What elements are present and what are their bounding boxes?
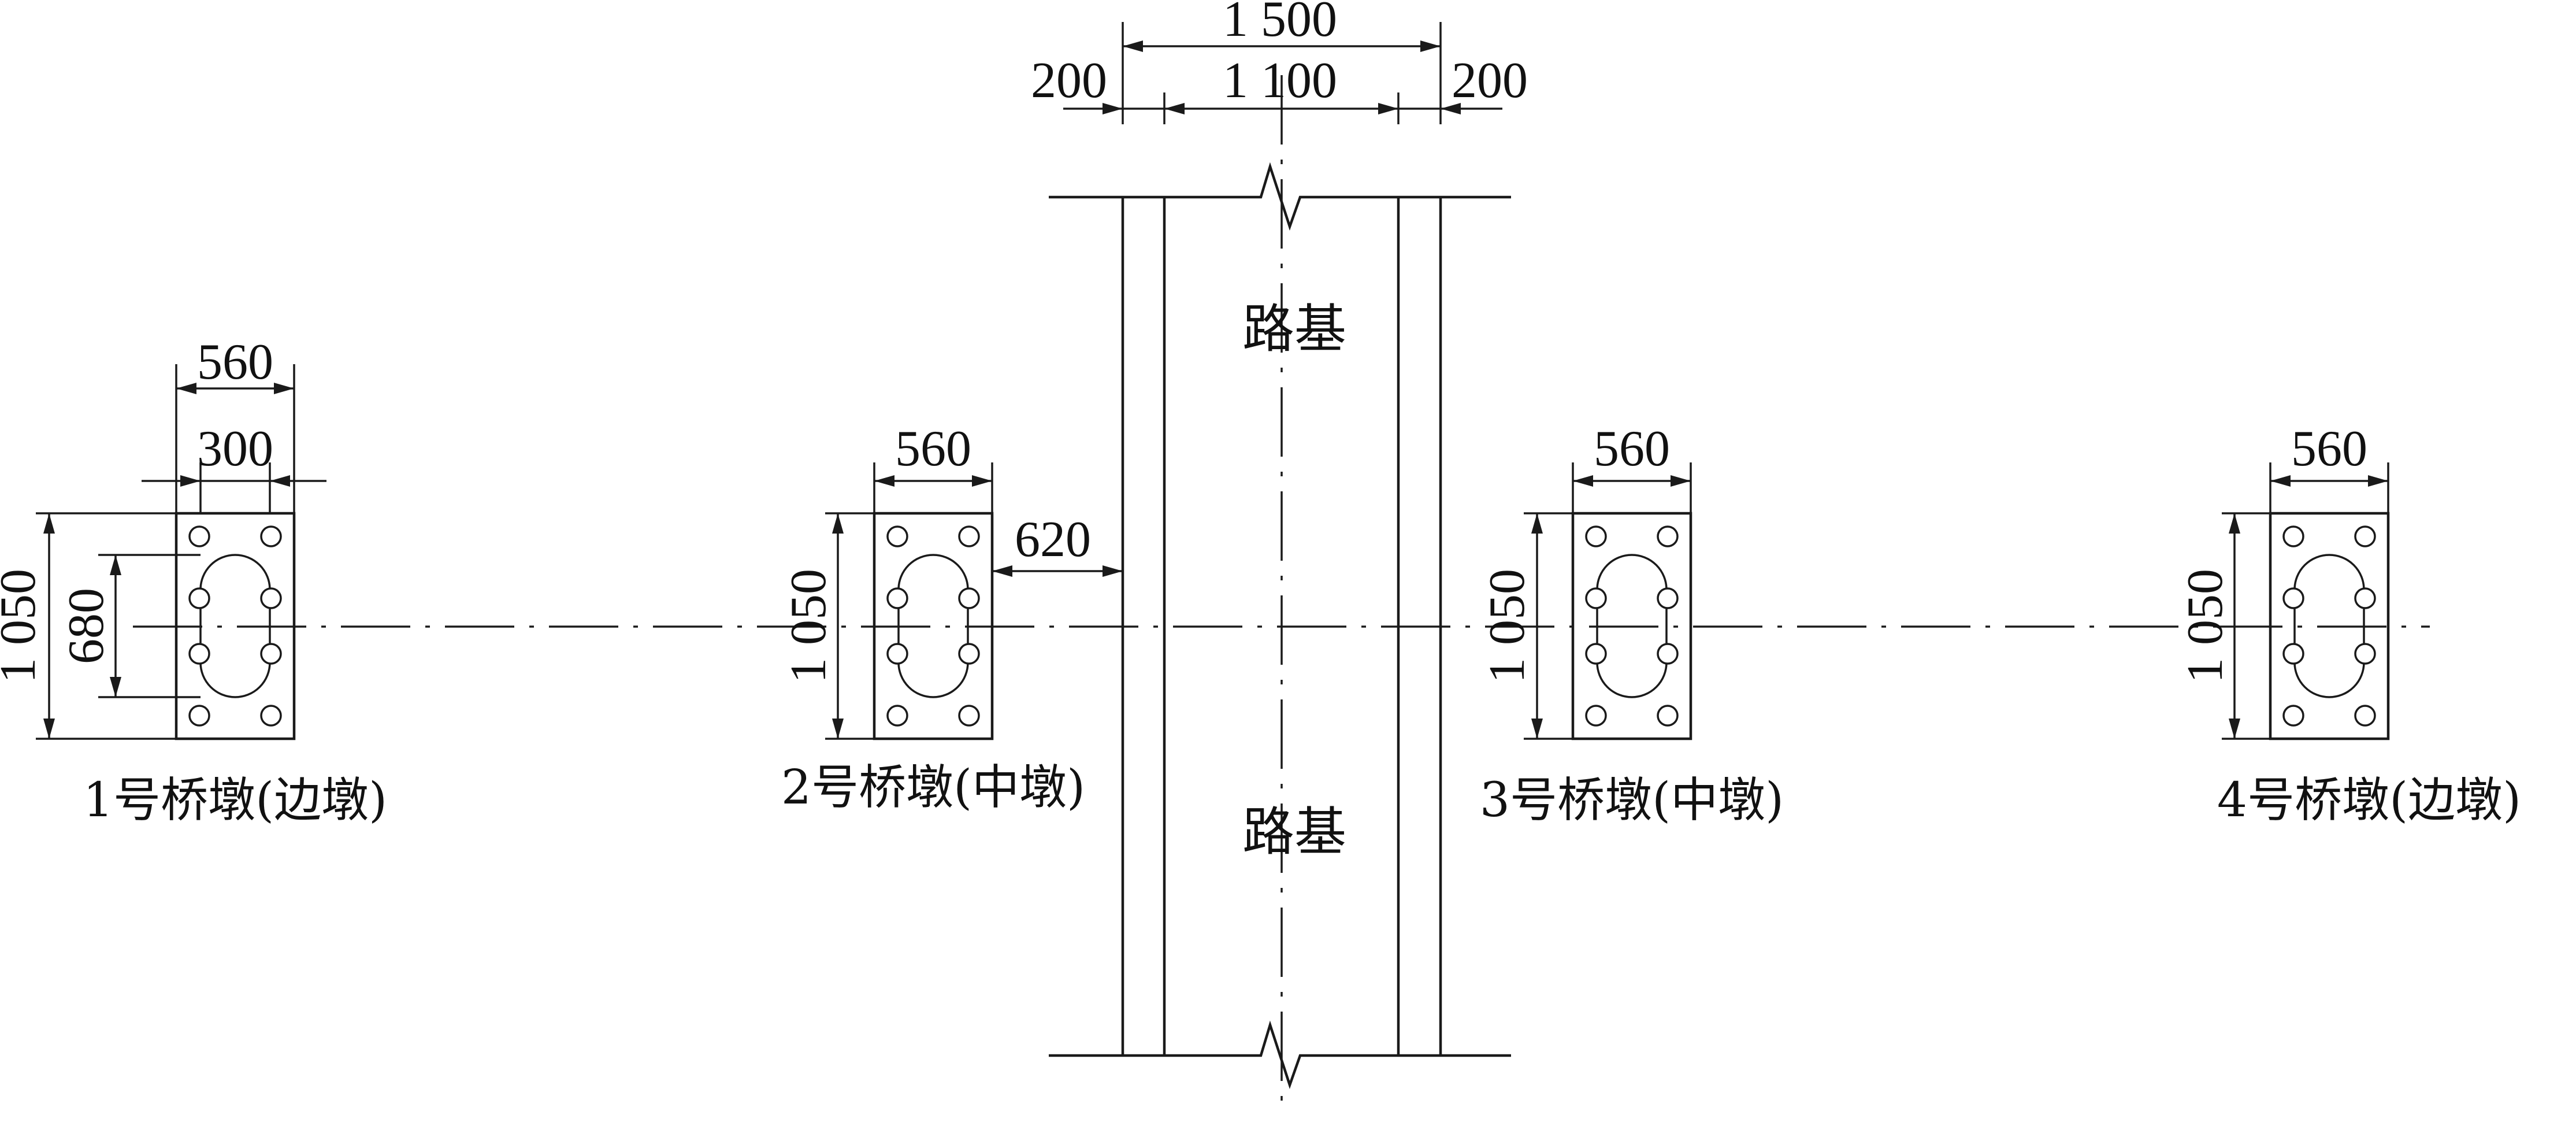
pier-1-width-dim: 560	[197, 334, 273, 390]
roadbed: 路基 路基	[1049, 75, 1511, 1116]
pier-2-width-dim: 560	[895, 421, 971, 477]
pier-4-height-dim: 1 050	[2177, 569, 2233, 683]
pier-2-clearance-dim: 620	[1015, 512, 1091, 568]
road-total-width-dim: 1 500	[1223, 0, 1337, 47]
road-carriageway-width-dim: 1 100	[1223, 53, 1337, 109]
pier-1-height-dim: 1 050	[0, 569, 46, 683]
pier-2-height-dim: 1 050	[781, 569, 837, 683]
pier-1-inner-height-dim: 680	[58, 588, 114, 664]
pier-4-label: 4号桥墩(边墩)	[2217, 773, 2521, 828]
pier-3-height-dim: 1 050	[1479, 569, 1535, 683]
pier-4-width-dim: 560	[2291, 421, 2367, 477]
road-right-shoulder-dim: 200	[1452, 53, 1528, 109]
roadbed-top-break-line	[1049, 162, 1511, 231]
pier-1-inner-width-dim: 300	[197, 421, 273, 477]
roadbed-label-bottom: 路基	[1242, 802, 1346, 862]
roadbed-bottom-break-line	[1049, 1020, 1511, 1089]
pier-3-width-dim: 560	[1594, 421, 1670, 477]
roadbed-dimensions: 1 500 1 100 200 200	[1031, 0, 1528, 124]
pier-4: 560 1 050 4号桥墩(边墩)	[2177, 421, 2521, 828]
pier-1: 560 300 1 050 680 1号桥墩(边墩)	[0, 334, 387, 828]
road-left-shoulder-dim: 200	[1031, 53, 1107, 109]
pier-1-label: 1号桥墩(边墩)	[83, 773, 387, 828]
pier-3: 560 1 050 3号桥墩(中墩)	[1479, 421, 1784, 828]
roadbed-label-top: 路基	[1242, 299, 1346, 360]
pier-2-label: 2号桥墩(中墩)	[781, 760, 1085, 815]
pier-2: 560 620 1 050 2号桥墩(中墩)	[781, 421, 1123, 815]
pier-3-label: 3号桥墩(中墩)	[1480, 773, 1784, 828]
